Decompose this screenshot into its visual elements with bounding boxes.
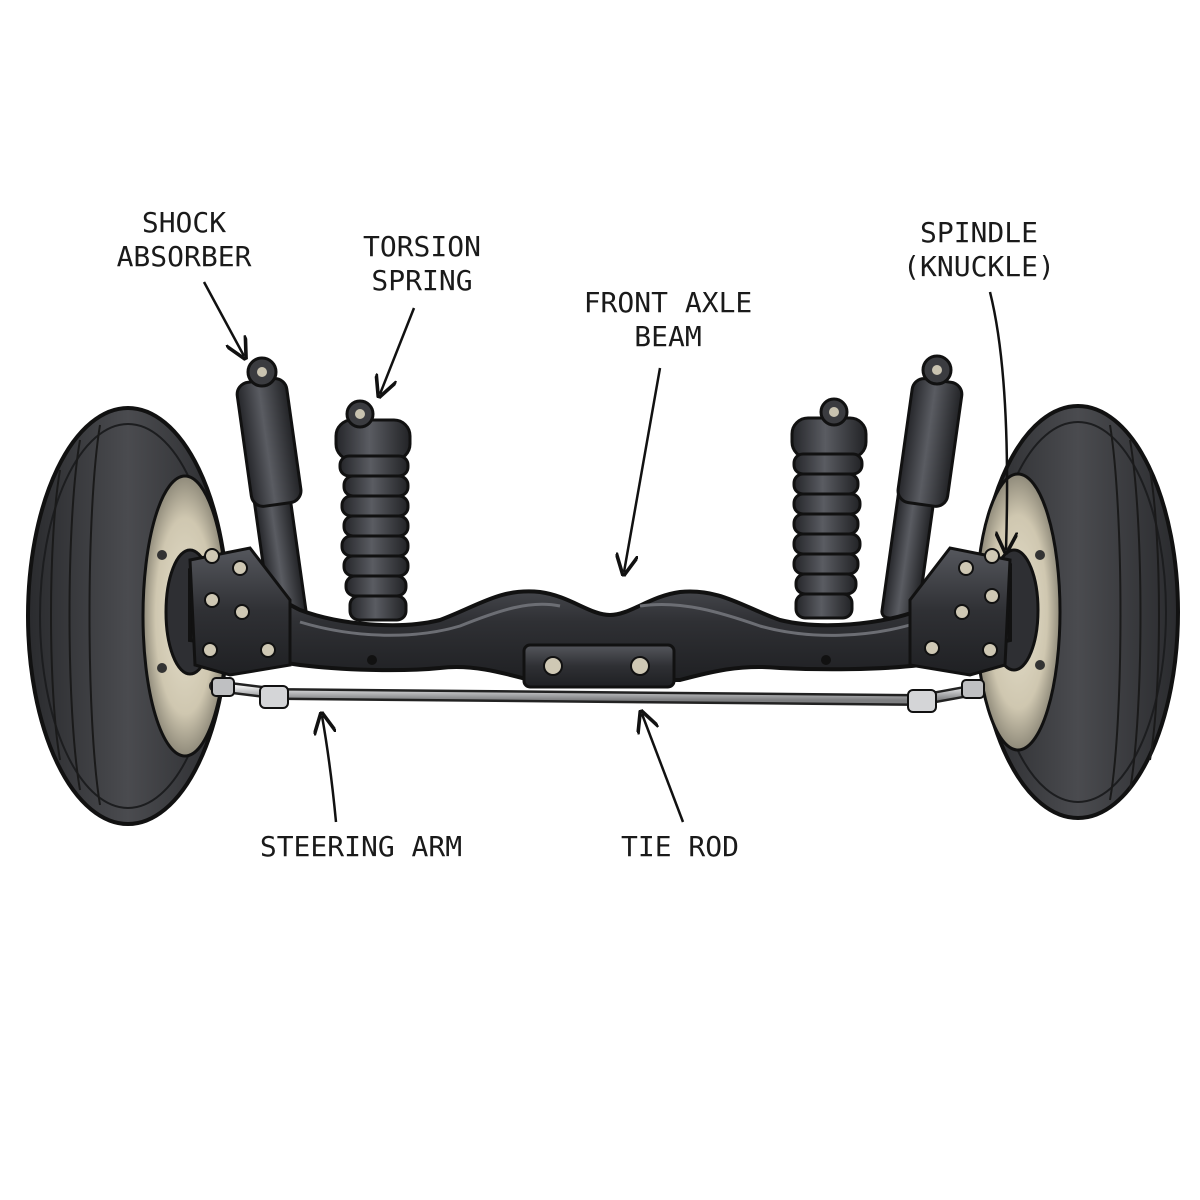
label-steering-arm: STEERING ARM: [259, 830, 463, 863]
arrow-steering-arm: [322, 716, 338, 823]
front-axle-beam: [188, 562, 1012, 689]
arrow-front-axle-beam: [624, 367, 662, 572]
label-front-axle-beam: FRONT AXLE BEAM: [583, 286, 753, 353]
right-knuckle: [908, 546, 1012, 677]
arrow-shock-absorber: [202, 281, 244, 356]
left-torsion-spring: [334, 399, 412, 622]
right-torsion-spring: [790, 397, 868, 620]
arrow-spindle: [988, 291, 1007, 550]
tie-rod: [209, 677, 985, 713]
label-torsion-spring: TORSION SPRING: [362, 230, 481, 297]
arrow-torsion-spring: [380, 307, 416, 394]
label-spindle: SPINDLE (KNUCKLE): [903, 216, 1055, 283]
center-mount-plate: [522, 643, 676, 689]
label-shock-absorber: SHOCK ABSORBER: [116, 206, 252, 273]
left-knuckle: [188, 546, 292, 677]
right-tire-grooves: [1109, 424, 1160, 801]
left-tire-grooves: [50, 424, 101, 806]
left-shock-absorber: [235, 356, 308, 623]
arrow-tie-rod: [642, 714, 685, 823]
label-tie-rod: TIE ROD: [620, 830, 739, 863]
leader-arrows: [202, 281, 1007, 823]
